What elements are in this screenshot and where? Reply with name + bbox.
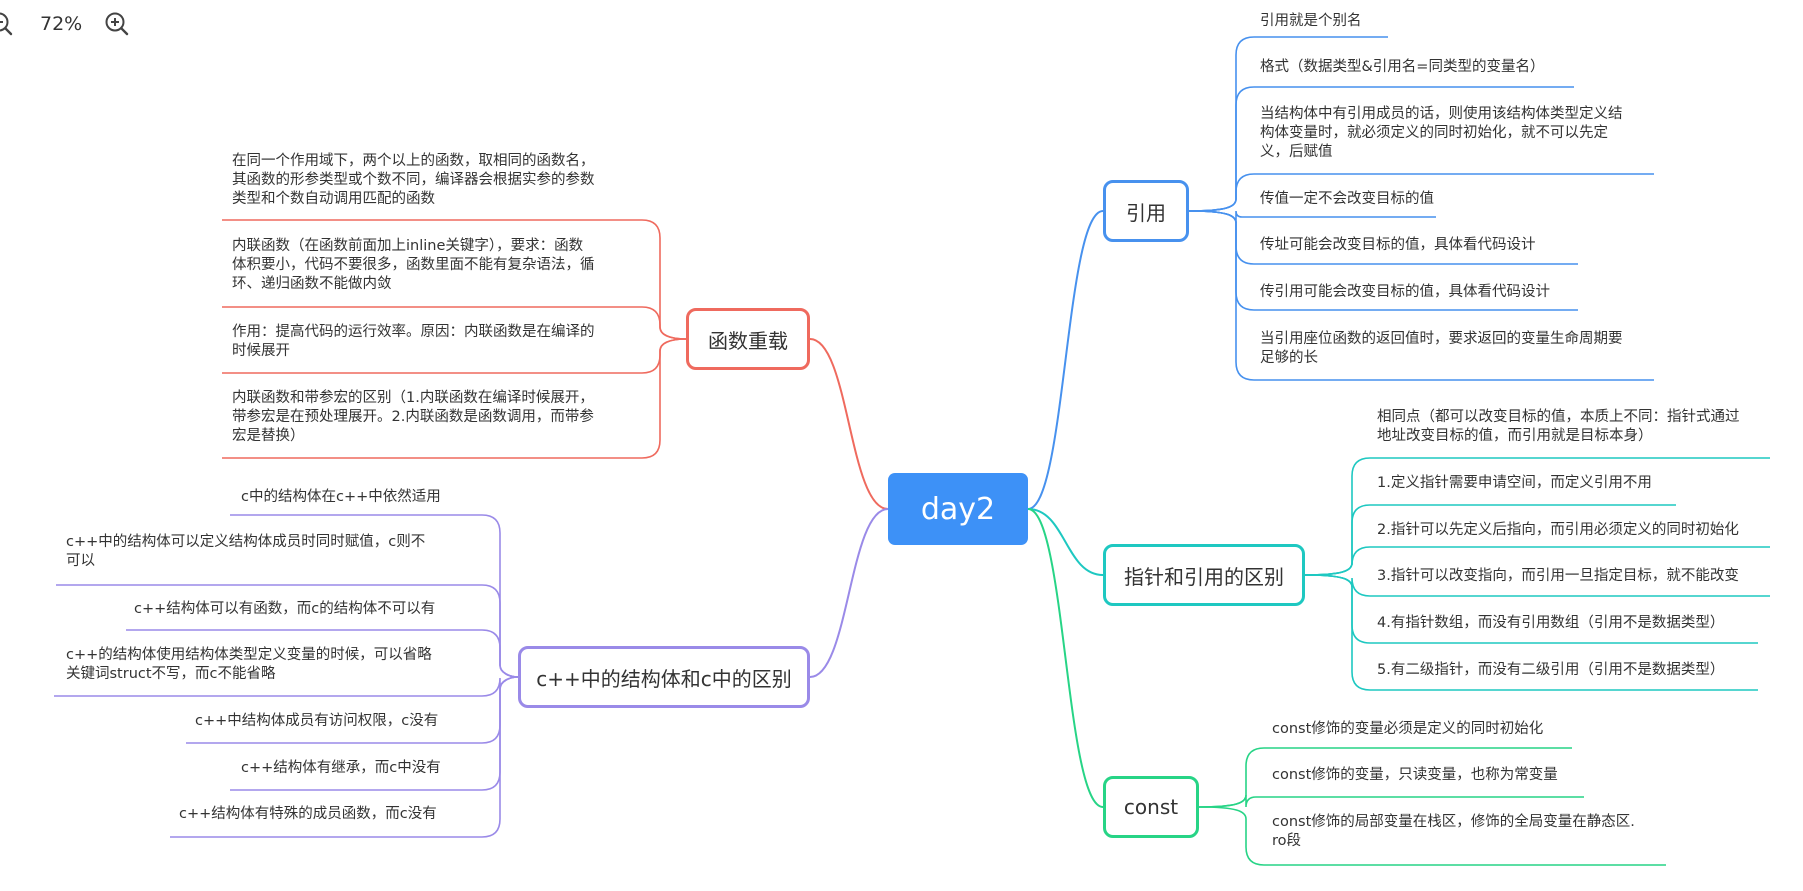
leaf-const-2: const修饰的局部变量在栈区，修饰的全局变量在静态区. ro段 xyxy=(1272,814,1635,849)
leaf-struct-1: c++中的结构体可以定义结构体成员时同时赋值，c则不 可以 xyxy=(66,534,426,569)
branch-yinyong[interactable]: 引用 xyxy=(1103,180,1189,242)
connector-yinyong-3 xyxy=(1188,210,1436,224)
connector-root-struct xyxy=(809,508,889,678)
leaf-function-2: 作用：提高代码的运行效率。原因：内联函数是在编译的 时候展开 xyxy=(232,324,595,359)
leaf-pointer-4: 4.有指针数组，而没有引用数组（引用不是数据类型） xyxy=(1377,615,1725,631)
connector-function-1 xyxy=(222,306,687,340)
leaf-const-1: const修饰的变量，只读变量，也称为常变量 xyxy=(1272,767,1558,783)
leaf-struct-3: c++的结构体使用结构体类型定义变量的时候，可以省略 关键词struct不写，而… xyxy=(66,647,432,682)
leaf-function-0: 在同一个作用域下，两个以上的函数，取相同的函数名， 其函数的形参类型或个数不同，… xyxy=(232,153,595,207)
branch-const[interactable]: const xyxy=(1103,776,1199,838)
leaf-pointer-5: 5.有二级指针，而没有二级引用（引用不是数据类型） xyxy=(1377,662,1725,678)
leaf-struct-4: c++中结构体成员有访问权限，c没有 xyxy=(195,713,439,729)
connector-pointer-1 xyxy=(1304,504,1676,576)
branch-pointer-vs-reference[interactable]: 指针和引用的区别 xyxy=(1103,544,1305,606)
connector-function-3 xyxy=(222,338,687,459)
zoom-in-icon[interactable] xyxy=(102,9,132,39)
root-node[interactable]: day2 xyxy=(888,473,1028,545)
zoom-out-icon[interactable] xyxy=(0,9,16,39)
connector-root-function xyxy=(809,338,889,510)
leaf-struct-2: c++结构体可以有函数，而c的结构体不可以有 xyxy=(134,601,436,617)
branch-cpp-struct-vs-c[interactable]: c++中的结构体和c中的区别 xyxy=(518,646,810,708)
zoom-level: 72% xyxy=(40,13,83,35)
leaf-pointer-1: 1.定义指针需要申请空间，而定义引用不用 xyxy=(1377,475,1652,491)
connector-root-const xyxy=(1027,508,1104,808)
connector-struct-4 xyxy=(186,676,519,744)
leaf-yinyong-0: 引用就是个别名 xyxy=(1260,13,1362,29)
connector-struct-6 xyxy=(170,676,519,838)
connector-const-2 xyxy=(1198,806,1666,866)
leaf-pointer-3: 3.指针可以改变指向，而引用一旦指定目标，就不能改变 xyxy=(1377,568,1739,584)
connector-const-1 xyxy=(1198,794,1584,808)
leaf-function-3: 内联函数和带参宏的区别（1.内联函数在编译时候展开， 带参宏是在预处理展开。2.… xyxy=(232,390,594,444)
connector-yinyong-6 xyxy=(1188,210,1654,381)
leaf-yinyong-3: 传值一定不会改变目标的值 xyxy=(1260,191,1434,207)
leaf-yinyong-4: 传址可能会改变目标的值，具体看代码设计 xyxy=(1260,237,1536,253)
zoom-toolbar: 72% xyxy=(0,6,129,42)
connector-yinyong-2 xyxy=(1188,173,1654,212)
connector-pointer-5 xyxy=(1304,574,1758,691)
leaf-struct-6: c++结构体有特殊的成员函数，而c没有 xyxy=(179,806,437,822)
leaf-yinyong-5: 传引用可能会改变目标的值，具体看代码设计 xyxy=(1260,284,1550,300)
connector-pointer-2 xyxy=(1304,546,1770,576)
leaf-const-0: const修饰的变量必须是定义的同时初始化 xyxy=(1272,721,1544,737)
leaf-struct-0: c中的结构体在c++中依然适用 xyxy=(241,489,441,505)
leaf-yinyong-1: 格式（数据类型&引用名=同类型的变量名） xyxy=(1260,59,1545,75)
leaf-pointer-2: 2.指针可以先定义后指向，而引用必须定义的同时初始化 xyxy=(1377,522,1739,538)
connector-root-yinyong xyxy=(1027,210,1104,510)
leaf-yinyong-6: 当引用座位函数的返回值时，要求返回的变量生命周期要 足够的长 xyxy=(1260,331,1623,366)
leaf-struct-5: c++结构体有继承，而c中没有 xyxy=(241,760,441,776)
connector-root-pointer xyxy=(1027,508,1104,576)
leaf-function-1: 内联函数（在函数前面加上inline关键字），要求：函数 体积要小，代码不要很多… xyxy=(232,238,595,292)
leaf-pointer-0: 相同点（都可以改变目标的值，本质上不同：指针式通过 地址改变目标的值，而引用就是… xyxy=(1377,409,1740,444)
branch-function-overload[interactable]: 函数重载 xyxy=(686,308,810,370)
connector-struct-2 xyxy=(126,629,519,678)
leaf-yinyong-2: 当结构体中有引用成员的话，则使用该结构体类型定义结 构体变量时，就必须定义的同时… xyxy=(1260,106,1623,160)
